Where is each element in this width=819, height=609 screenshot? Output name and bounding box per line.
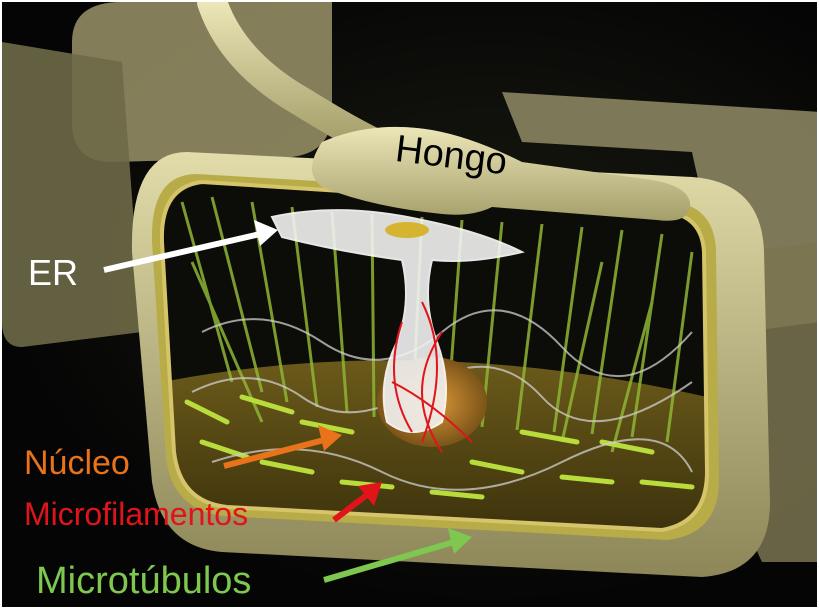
microfilaments-label: Microfilamentos [24, 498, 248, 530]
nucleus-label: Núcleo [24, 446, 130, 480]
cell-interior [152, 172, 722, 542]
er-label: ER [28, 255, 78, 291]
microtubules-label: Microtúbulos [36, 562, 251, 600]
